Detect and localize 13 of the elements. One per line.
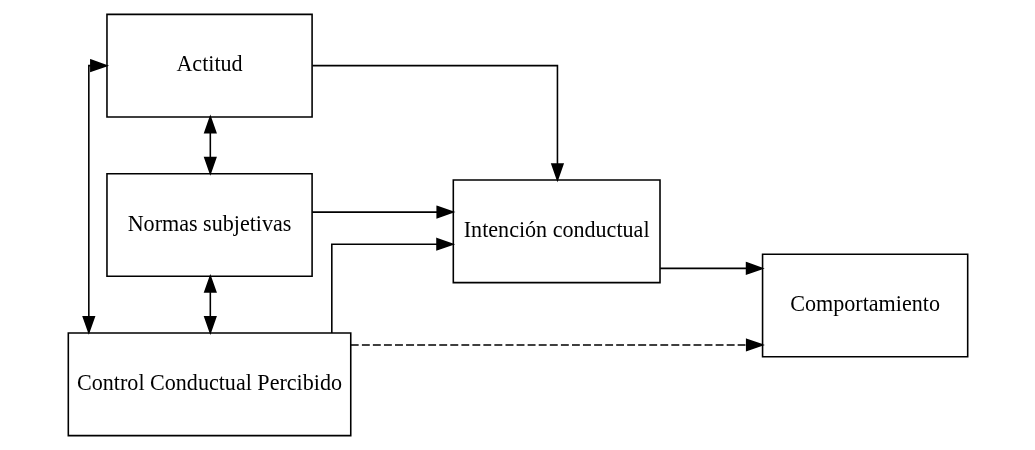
node-box: Actitud: [105, 13, 313, 118]
node-box: Comportamiento: [761, 253, 968, 358]
arrow: [203, 114, 217, 176]
arrow: [349, 338, 765, 352]
node-box: Normas subjetivas: [105, 172, 313, 278]
arrow: [310, 205, 455, 219]
arrow: [311, 64, 564, 183]
node-box: Intención conductual: [452, 179, 661, 284]
arrow: [203, 273, 217, 335]
node-box: Control Conductual Percibido: [67, 332, 352, 437]
arrow: [658, 261, 765, 276]
arrow: [81, 59, 109, 335]
arrow: [330, 237, 455, 334]
